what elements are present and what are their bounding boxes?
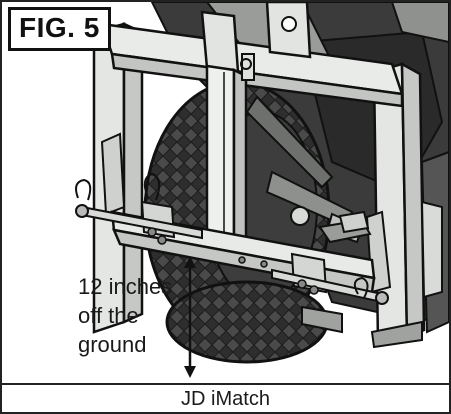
quick-hitch-frame: [92, 2, 443, 349]
latch-handle: [318, 210, 372, 244]
height-arrow: [184, 256, 196, 378]
hitch-illustration: FIG. 5 12 inches off the ground: [2, 2, 449, 383]
figure-caption: JD iMatch: [2, 383, 449, 412]
figure-number-label: FIG. 5: [8, 7, 111, 51]
height-measurement-note: 12 inches off the ground: [78, 272, 172, 359]
measurement-line-1: 12 inches: [78, 274, 173, 299]
measurement-line-2: off the: [78, 303, 139, 328]
implement-crossbar: [75, 172, 389, 305]
hitch-drawing: [75, 2, 449, 378]
measurement-line-3: ground: [78, 332, 147, 357]
